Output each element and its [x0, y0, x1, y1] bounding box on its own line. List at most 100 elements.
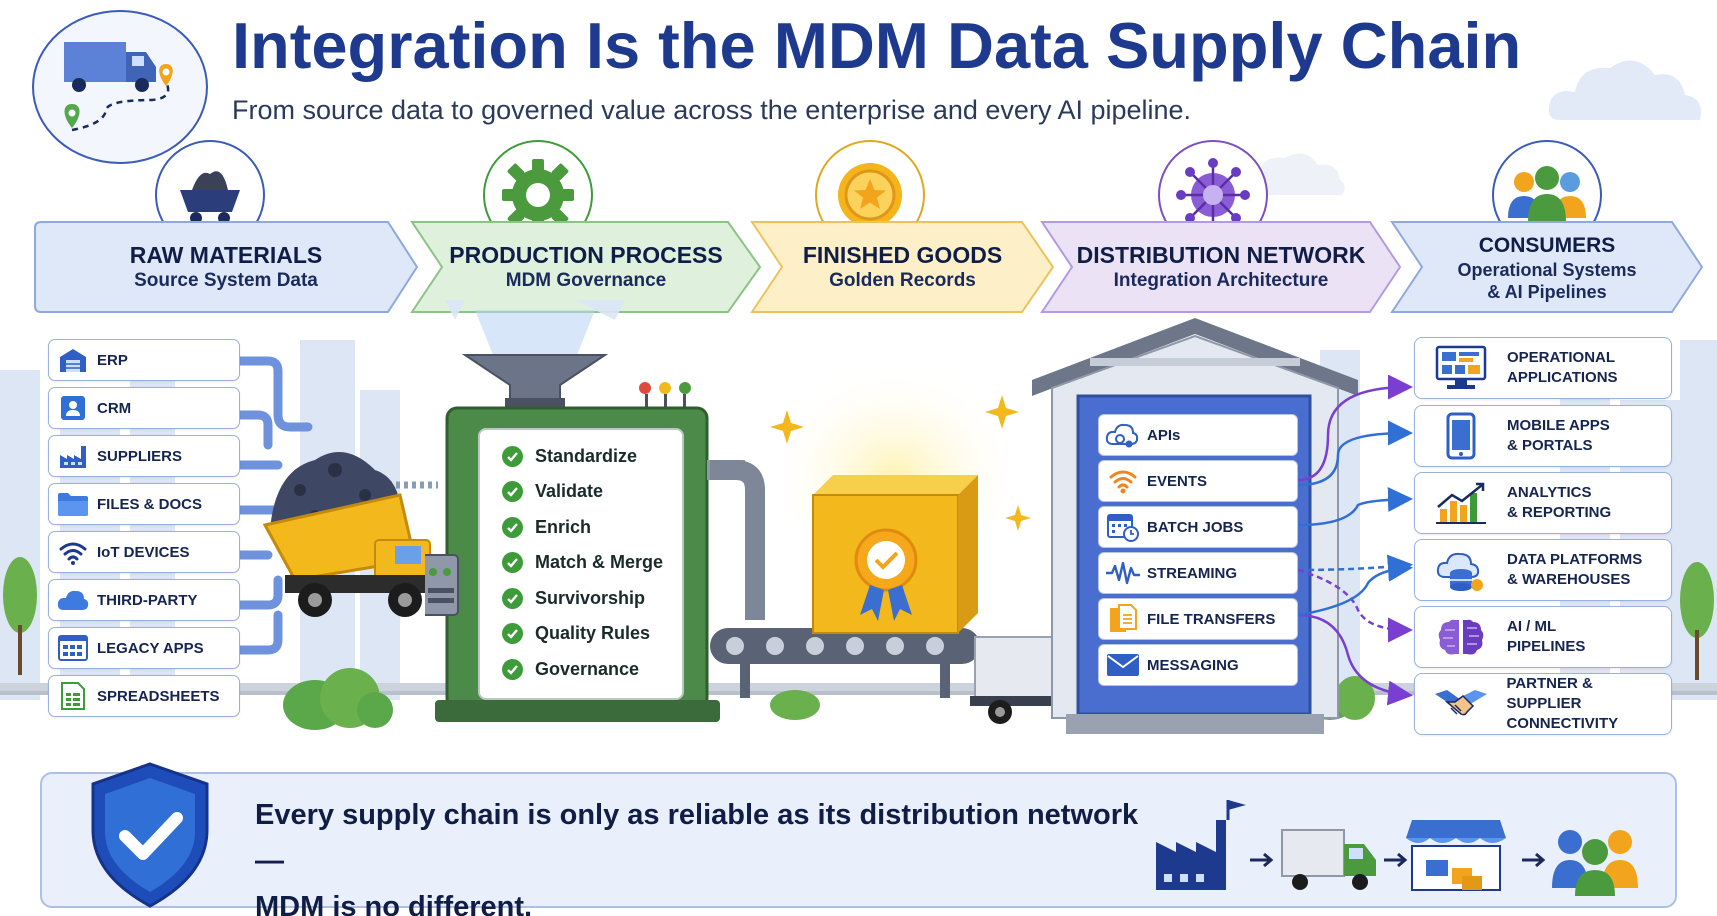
source-label: THIRD-PARTY [97, 591, 198, 609]
check-icon [502, 517, 523, 538]
stage-banner-finished-goods: FINISHED GOODS Golden Records [750, 220, 1055, 314]
distribution-label: STREAMING [1147, 564, 1237, 582]
consumer-item-data-platforms[interactable]: DATA PLATFORMS & WAREHOUSES [1414, 539, 1672, 601]
store-icon [1406, 820, 1506, 891]
distribution-item-apis[interactable]: APIs [1098, 414, 1298, 456]
governance-checklist: Standardize Validate Enrich Match & Merg… [478, 428, 684, 700]
distribution-label: EVENTS [1147, 472, 1208, 490]
governance-step-label: Quality Rules [535, 623, 651, 643]
shield-check-icon [91, 762, 209, 908]
documents-icon [1110, 604, 1137, 632]
source-item-iot-devices[interactable]: IoT DEVICES [48, 531, 240, 573]
sparkle-icon [770, 410, 804, 444]
stage-subtitle: Operational Systems & AI Pipelines [1457, 259, 1637, 302]
users-group-icon [1508, 166, 1586, 222]
distribution-item-batch-jobs[interactable]: BATCH JOBS [1098, 506, 1298, 548]
consumer-item-operational-applications[interactable]: OPERATIONAL APPLICATIONS [1414, 337, 1672, 399]
consumer-label: PARTNER & SUPPLIER CONNECTIVITY [1506, 675, 1619, 732]
source-item-erp[interactable]: ERP [48, 339, 240, 381]
governance-step: Governance [502, 659, 639, 680]
consumer-label: ANALYTICS & REPORTING [1507, 484, 1612, 521]
source-label: ERP [97, 351, 128, 369]
governance-step: Quality Rules [502, 623, 650, 644]
consumer-label: AI / ML PIPELINES [1507, 618, 1586, 655]
stage-banner-distribution: DISTRIBUTION NETWORK Integration Archite… [1040, 220, 1402, 314]
stage-subtitle: Integration Architecture [1113, 270, 1329, 291]
stage-title: CONSUMERS [1478, 233, 1616, 257]
governance-step-label: Validate [535, 481, 604, 501]
golden-record-box [812, 475, 978, 634]
consumer-item-partner-supplier[interactable]: PARTNER & SUPPLIER CONNECTIVITY [1414, 673, 1672, 735]
source-label: CRM [97, 399, 132, 417]
source-item-files-docs[interactable]: FILES & DOCS [48, 483, 240, 525]
smartphone-icon [1446, 412, 1476, 460]
governance-step: Survivorship [502, 588, 645, 609]
supply-chain-flow-icons [1156, 800, 1638, 896]
consumer-item-ai-ml-pipelines[interactable]: AI / ML PIPELINES [1414, 606, 1672, 668]
envelope-icon [1107, 654, 1139, 676]
check-icon [502, 588, 523, 609]
stage-subtitle: Golden Records [829, 270, 976, 291]
stage-subtitle: Source System Data [134, 270, 318, 291]
distribution-label: MESSAGING [1147, 656, 1239, 674]
footer-message: Every supply chain is only as reliable a… [255, 792, 1155, 916]
check-icon [502, 659, 523, 680]
source-item-legacy-apps[interactable]: LEGACY APPS [48, 627, 240, 669]
governance-step: Validate [502, 481, 603, 502]
network-globe-icon [1176, 158, 1250, 232]
distribution-item-file-transfers[interactable]: FILE TRANSFERS [1098, 598, 1298, 640]
tree-decoration [3, 557, 37, 675]
cloud-decoration [1548, 60, 1701, 120]
footer-line-1: Every supply chain is only as reliable a… [255, 799, 1139, 877]
stage-subtitle: MDM Governance [505, 270, 667, 291]
stage-title: RAW MATERIALS [129, 242, 323, 268]
handshake-icon [1434, 690, 1487, 716]
source-label: SUPPLIERS [97, 447, 183, 465]
stage-title: PRODUCTION PROCESS [449, 242, 723, 268]
page-subtitle: From source data to governed value acros… [232, 95, 1192, 125]
source-item-spreadsheets[interactable]: SPREADSHEETS [48, 675, 240, 717]
governance-step-label: Governance [535, 659, 640, 679]
source-item-suppliers[interactable]: SUPPLIERS [48, 435, 240, 477]
governance-step: Enrich [502, 517, 591, 538]
factory-icon [60, 446, 86, 468]
folder-icon [58, 493, 88, 516]
sparkle-icon [1005, 505, 1031, 531]
stage-title: DISTRIBUTION NETWORK [1076, 242, 1366, 268]
consumer-label: DATA PLATFORMS & WAREHOUSES [1507, 551, 1643, 588]
governance-step-label: Enrich [535, 517, 592, 537]
stage-banner-raw-materials: RAW MATERIALS Source System Data [33, 220, 419, 314]
database-icon [1436, 552, 1483, 591]
sparkle-icon [985, 395, 1019, 429]
users-icon [1552, 830, 1638, 896]
factory-icon [1156, 800, 1246, 890]
distribution-label: APIs [1147, 426, 1181, 444]
delivery-logo [32, 10, 208, 164]
source-item-crm[interactable]: CRM [48, 387, 240, 429]
waveform-icon [1106, 561, 1140, 585]
check-icon [502, 481, 523, 502]
broadcast-icon [1109, 470, 1137, 494]
governance-step-label: Survivorship [535, 588, 646, 608]
source-label: SPREADSHEETS [97, 687, 220, 705]
source-item-third-party[interactable]: THIRD-PARTY [48, 579, 240, 621]
conveyor-belt [710, 628, 980, 698]
machine-pipe [710, 460, 765, 620]
page-title: Integration Is the MDM Data Supply Chain [232, 9, 1522, 82]
calendar-clock-icon [1107, 514, 1139, 542]
tree-decoration [1680, 562, 1714, 680]
stage-banner-consumers: CONSUMERS Operational Systems & AI Pipel… [1390, 220, 1704, 314]
source-label: FILES & DOCS [97, 495, 203, 513]
consumer-item-analytics-reporting[interactable]: ANALYTICS & REPORTING [1414, 472, 1672, 534]
consumer-item-mobile-apps[interactable]: MOBILE APPS & PORTALS [1414, 405, 1672, 467]
spreadsheet-icon [61, 682, 85, 710]
cloud-gears-icon [1105, 423, 1139, 448]
ai-brain-icon [1438, 619, 1484, 655]
governance-step-label: Match & Merge [535, 552, 664, 572]
footer-banner [40, 772, 1677, 908]
distribution-item-events[interactable]: EVENTS [1098, 460, 1298, 502]
distribution-item-streaming[interactable]: STREAMING [1098, 552, 1298, 594]
warehouse-icon [60, 349, 86, 372]
distribution-item-messaging[interactable]: MESSAGING [1098, 644, 1298, 686]
check-icon [502, 552, 523, 573]
